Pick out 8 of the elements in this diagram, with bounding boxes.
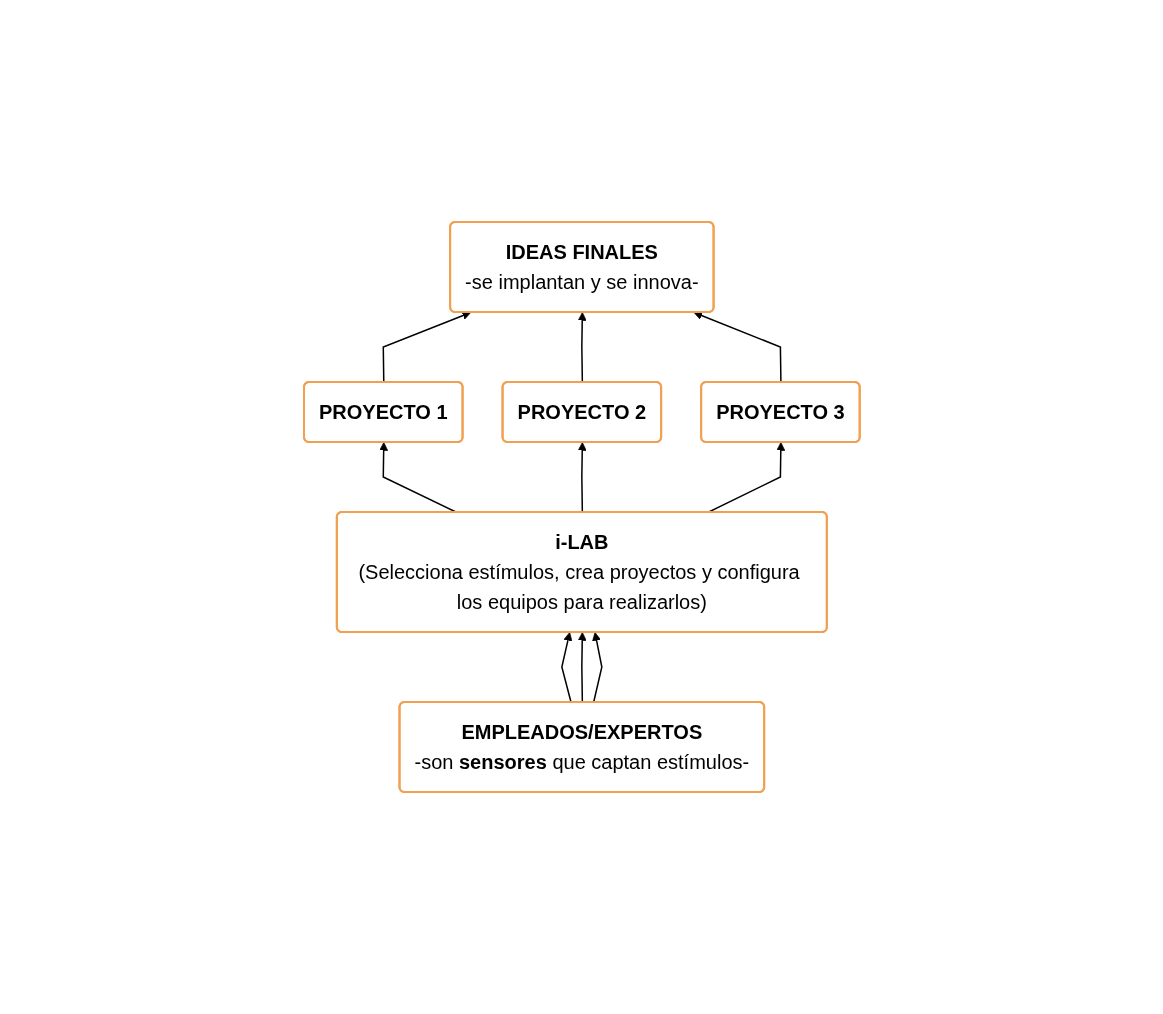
arrow: [591, 632, 603, 704]
arrow: [560, 632, 572, 704]
arrow: [577, 312, 587, 384]
arrow: [693, 311, 782, 384]
arrow: [378, 442, 458, 514]
arrow: [577, 632, 587, 704]
arrow: [577, 442, 587, 514]
arrow: [382, 311, 471, 384]
